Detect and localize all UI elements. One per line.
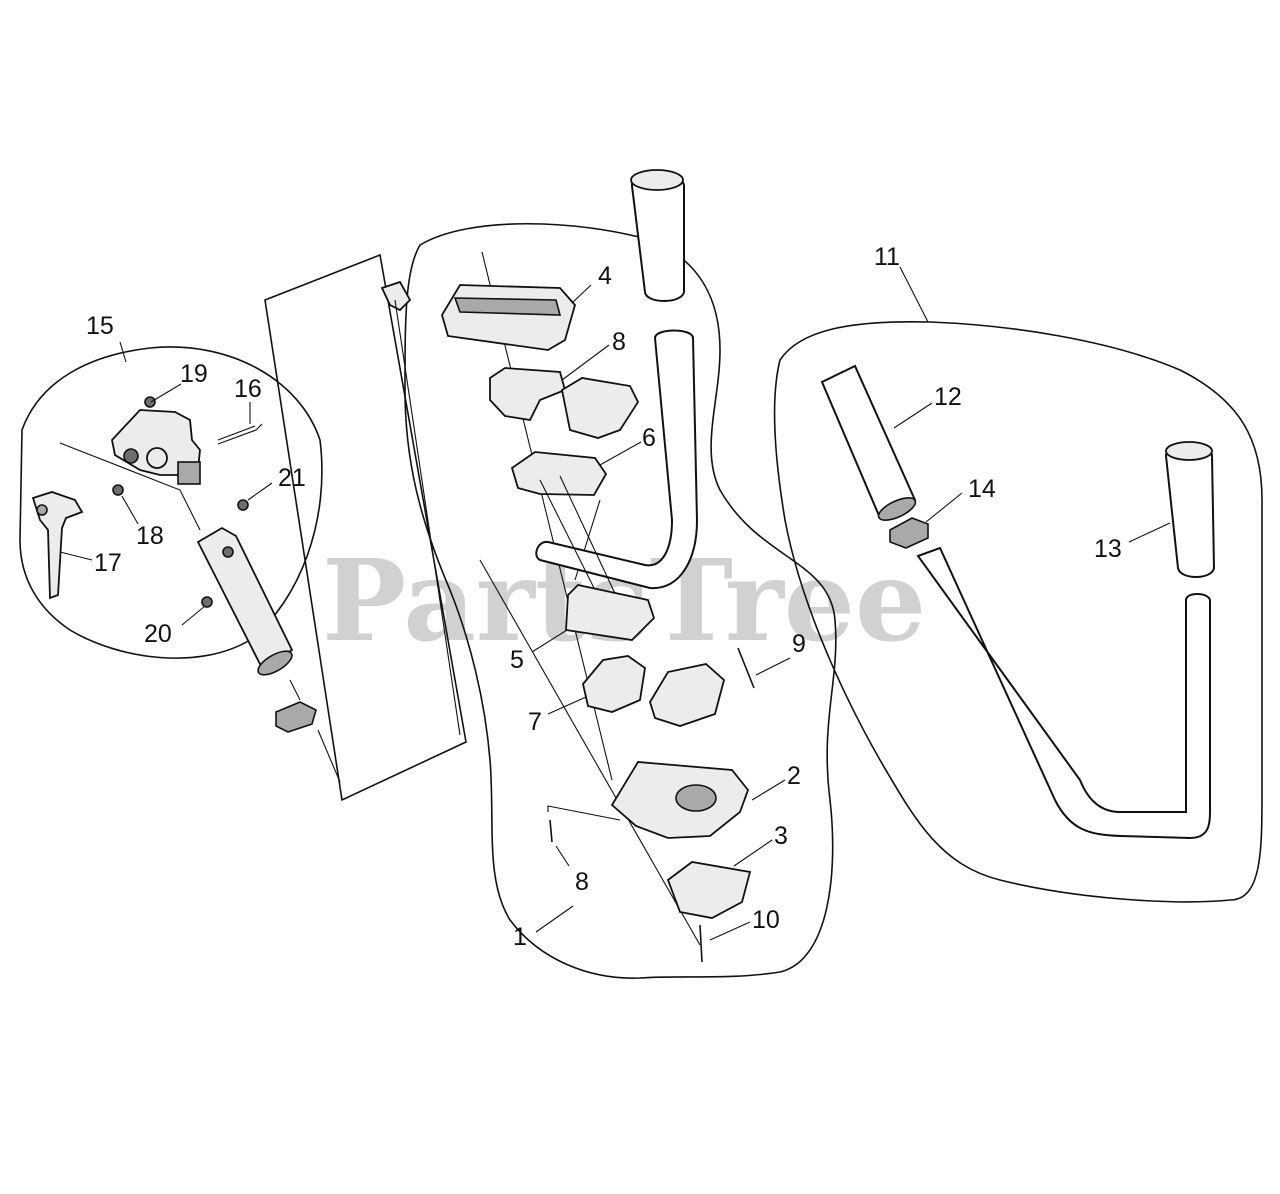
clamp-top-cap <box>441 284 577 351</box>
shaft-box-outline <box>264 253 467 802</box>
callout-12: 12 <box>934 383 962 411</box>
callout-4: 4 <box>598 262 612 290</box>
grip-collar <box>275 701 317 733</box>
callout-9: 9 <box>792 630 806 658</box>
clamp-upper-bracket <box>510 451 608 496</box>
callout-21: 21 <box>278 464 306 492</box>
callout-8-upper: 8 <box>612 328 626 356</box>
callout-18: 18 <box>136 522 164 550</box>
shaft-tube-end <box>380 280 412 312</box>
screw-8-leader <box>547 805 621 821</box>
callout-10: 10 <box>752 906 780 934</box>
callout-11: 11 <box>874 243 900 271</box>
screw-21 <box>237 499 249 511</box>
callout-17: 17 <box>94 549 122 577</box>
loop-handle-tube <box>916 546 1211 840</box>
mount-shaft <box>539 475 619 601</box>
throttle-trigger <box>31 491 84 600</box>
callout-15: 15 <box>86 312 114 340</box>
callout-19: 19 <box>180 360 208 388</box>
shaft-axis <box>394 299 461 736</box>
callout-20: 20 <box>144 620 172 648</box>
leader-lines <box>59 266 1171 941</box>
callout-1: 1 <box>513 923 527 951</box>
callout-6: 6 <box>642 424 656 452</box>
callout-14: 14 <box>968 475 996 503</box>
loop-handle-grip-12 <box>820 364 917 521</box>
loop-handle-grip-13 <box>1164 441 1216 578</box>
screw-8-lower <box>549 819 553 843</box>
screw-10 <box>699 924 703 963</box>
callout-13: 13 <box>1094 535 1122 563</box>
callout-16: 16 <box>234 375 262 403</box>
throttle-housing <box>111 409 201 485</box>
throttle-spring <box>217 423 263 445</box>
group-15-outline <box>19 346 323 659</box>
clamp-clips-upper <box>489 367 640 439</box>
clamp-bottom <box>666 861 752 919</box>
callout-2: 2 <box>787 762 801 790</box>
throttle-grip <box>196 526 294 676</box>
callout-8-lower: 8 <box>575 868 589 896</box>
screw-20 <box>201 596 213 608</box>
upper-handle-tube <box>535 169 699 590</box>
screw-18 <box>112 484 124 496</box>
group-1-outline <box>404 222 837 979</box>
screw-9 <box>737 647 755 689</box>
group-15-axis <box>59 442 341 783</box>
loop-handle-collar-14 <box>889 517 929 549</box>
group-11-outline <box>773 320 1263 903</box>
clamp-base <box>610 761 750 839</box>
nut-19 <box>144 396 156 408</box>
clamp-clips-lower <box>582 655 726 727</box>
callout-3: 3 <box>774 822 788 850</box>
callout-5: 5 <box>510 646 524 674</box>
callout-7: 7 <box>528 708 542 736</box>
